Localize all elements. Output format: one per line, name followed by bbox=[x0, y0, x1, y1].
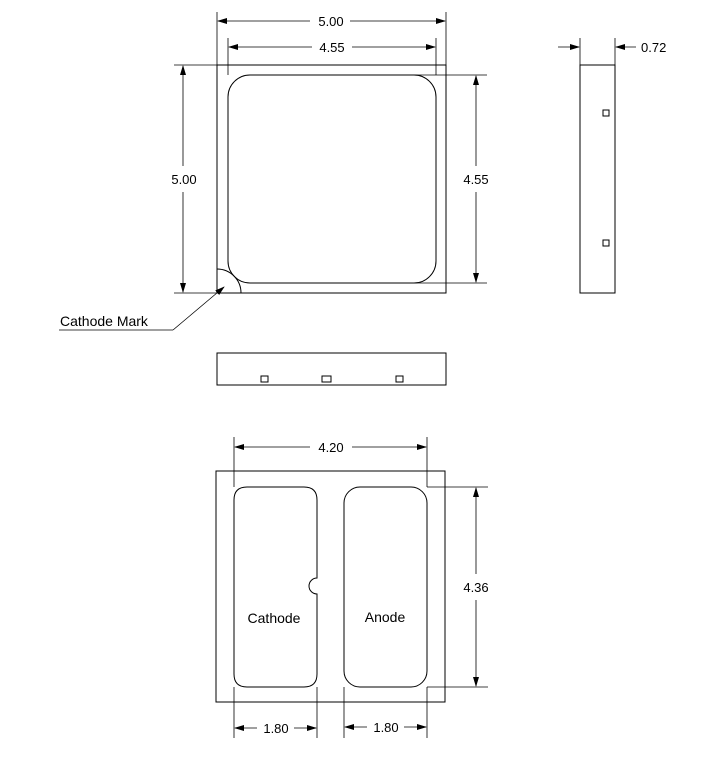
front-contact-2 bbox=[321, 375, 332, 383]
cathode-mark-callout: Cathode Mark bbox=[59, 286, 225, 331]
cathode-mark-label: Cathode Mark bbox=[60, 313, 149, 329]
dim-bottom-pad-height: 4.36 bbox=[427, 486, 489, 688]
side-contact-bottom bbox=[602, 239, 610, 247]
dim-label: 5.00 bbox=[171, 172, 196, 187]
top-view-lens bbox=[227, 74, 437, 284]
cathode-pad bbox=[233, 486, 318, 688]
cathode-mark-arc bbox=[216, 268, 242, 294]
dim-label: 1.80 bbox=[373, 720, 398, 735]
dim-top-outer-width: 5.00 bbox=[216, 12, 447, 65]
dim-label: 4.55 bbox=[319, 40, 344, 55]
dim-top-outer-height: 5.00 bbox=[171, 64, 217, 294]
dim-label: 4.20 bbox=[318, 440, 343, 455]
side-view-right: 0.72 bbox=[558, 38, 666, 294]
bottom-view: Cathode Anode 4.20 4.36 1.80 bbox=[215, 437, 489, 738]
dim-side-thickness: 0.72 bbox=[558, 38, 666, 65]
dim-anode-pad-width: 1.80 bbox=[343, 687, 428, 738]
front-contact-3 bbox=[395, 375, 404, 383]
dim-label: 4.55 bbox=[463, 172, 488, 187]
dim-label: 0.72 bbox=[641, 40, 666, 55]
anode-pad-label: Anode bbox=[365, 609, 406, 625]
dim-top-inner-height: 4.55 bbox=[412, 74, 489, 284]
top-view-outline bbox=[216, 64, 447, 294]
dim-cathode-pad-width: 1.80 bbox=[233, 687, 318, 738]
dim-label: 1.80 bbox=[263, 721, 288, 736]
side-view-outline bbox=[579, 64, 616, 294]
bottom-view-outline bbox=[215, 470, 446, 703]
dim-top-inner-width: 4.55 bbox=[227, 38, 437, 75]
cathode-pad-label: Cathode bbox=[248, 610, 301, 626]
side-view-front bbox=[216, 352, 447, 386]
front-contact-1 bbox=[260, 375, 269, 383]
anode-pad bbox=[343, 486, 428, 688]
top-view: 5.00 4.55 5.00 4.55 bbox=[59, 12, 489, 331]
dim-label: 5.00 bbox=[318, 14, 343, 29]
front-view-outline bbox=[216, 352, 447, 386]
dim-bottom-pad-span: 4.20 bbox=[233, 437, 428, 487]
side-contact-top bbox=[602, 109, 610, 117]
dim-label: 4.36 bbox=[463, 580, 488, 595]
